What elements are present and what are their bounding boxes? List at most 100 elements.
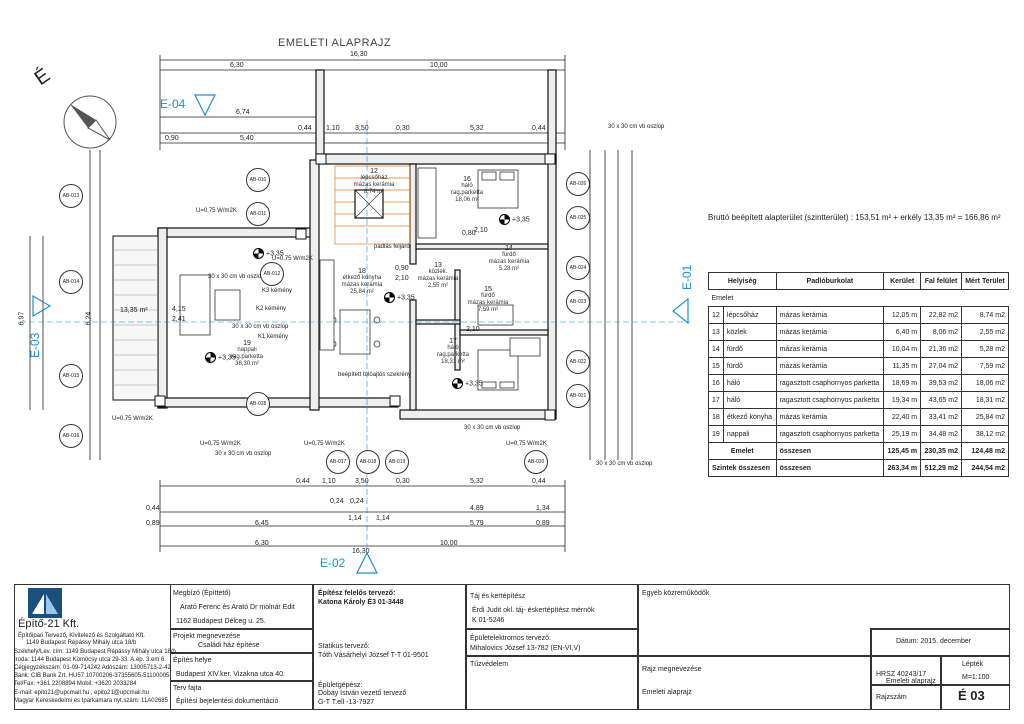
site-address: Budapest XIV.ker. Vizakna utca 40.	[176, 671, 285, 678]
project-name: Családi ház építése	[198, 642, 260, 649]
site-label: Építés helye	[173, 657, 212, 664]
compass-icon	[63, 95, 117, 149]
dim-misc: 13,35 m²	[120, 307, 148, 314]
dim-top: 1,10	[326, 125, 340, 132]
dim-top: 6,74	[236, 109, 250, 116]
mechanical-id: G-T T.ell -13-7927	[318, 699, 375, 706]
elevation-e02: E-02	[320, 556, 346, 570]
drawing-number-label: Rajzszám	[876, 694, 907, 701]
dim-bottom: 3,50	[355, 478, 369, 485]
dim-bottom: 1,14	[376, 515, 390, 522]
u-value-label: U=0,75 W/m2K	[200, 441, 241, 447]
structural-label: Statikus tervező:	[318, 643, 370, 650]
dim-misc: 0,90	[395, 265, 409, 272]
window-tag: AB-026	[566, 172, 590, 196]
window-tag: AB-028	[246, 392, 270, 416]
dim-bottom: 6,30	[255, 540, 269, 547]
window-tag: AB-021	[566, 384, 590, 408]
dim-misc: 2,41	[172, 316, 186, 323]
structural-name: Tóth Vásárhelyi József T-T 01-9501	[318, 652, 429, 659]
mechanical-label: Épületgépész:	[318, 682, 363, 689]
level-marker: +3,35	[499, 214, 530, 225]
dim-top-total: 16,30	[350, 51, 368, 58]
dim-misc: 2,10	[395, 275, 409, 282]
column-label: 30 x 30 cm vb oszlop	[215, 451, 272, 457]
elevation-e04: E-04	[160, 97, 186, 111]
window-tag: AB-024	[566, 256, 590, 280]
dim-top: 0,30	[396, 125, 410, 132]
dim-bottom: 4,89	[470, 505, 484, 512]
kemeny-label: K1 kémény	[258, 334, 289, 340]
area-summary: Bruttó beépített alapterület (szintterül…	[708, 213, 1001, 222]
dim-bottom: 5,32	[470, 478, 484, 485]
u-value-label: U=0,75 W/m2K	[304, 441, 345, 447]
dim-bottom: 1,14	[348, 515, 362, 522]
dim-top: 6,30	[230, 62, 244, 69]
window-tag: AB-010	[246, 168, 270, 192]
level-marker: +3,35	[253, 248, 284, 259]
column-label: 30 x 30 cm vb oszlop	[608, 124, 665, 130]
scale-value: M=1:100	[962, 674, 990, 681]
dim-bottom: 1,10	[322, 478, 336, 485]
dim-bottom: 0,24	[330, 498, 344, 505]
electrical-name: Mihalovics József 13-782 (EN-VI,V)	[470, 645, 581, 652]
date: Dátum: 2015. december	[896, 638, 972, 645]
scale-label: Lépték	[962, 661, 984, 668]
electrical-label: Épületelektromos tervező:	[470, 635, 551, 642]
landscape-name: Érdi Judit okl. táj- éskertépítész mérnö…	[472, 607, 595, 614]
dim-bottom: 0,44	[296, 478, 310, 485]
dim-bottom: 6,45	[255, 520, 269, 527]
dim-bottom-total: 16,30	[352, 548, 370, 555]
column-label: 30 x 30 cm vb oszlop	[232, 324, 289, 330]
dim-misc: 2,10	[466, 326, 480, 333]
landscape-label: Táj és kertépítész	[470, 593, 526, 600]
window-tag: AB-016	[59, 424, 83, 448]
architect-label: Építész felelős tervező:	[318, 590, 396, 597]
client-label: Megbízó (Építtető)	[173, 590, 231, 597]
window-tag: AB-023	[566, 290, 590, 314]
drawing-name: Emeleti alaprajz	[642, 689, 692, 696]
wardrobe-label: beépített tolóajtós szekrény	[338, 372, 412, 378]
company-logo-icon	[28, 588, 62, 618]
dim-top: 5,40	[240, 135, 254, 142]
dim-bottom: 0,44	[146, 505, 160, 512]
dim-top: 0,90	[165, 135, 179, 142]
elevation-e01: E-01	[680, 264, 694, 290]
hrsz: HRSZ 40243/17	[876, 671, 927, 678]
dim-misc: 4,15	[172, 306, 186, 313]
u-value-label: U=0,75 W/m2K	[272, 256, 313, 262]
dim-bottom: 0,44	[532, 478, 546, 485]
column-label: 30 x 30 cm vb oszlop	[464, 425, 521, 431]
dim-bottom: 0,24	[350, 498, 364, 505]
dim-misc: 0,80	[462, 230, 476, 237]
company-name: Építő-21 Kft.	[18, 618, 80, 630]
table-header: Padlóburkolat	[775, 272, 885, 290]
table-header: Fal felület	[920, 272, 962, 290]
kemeny-label: K2 kémény	[256, 306, 287, 312]
drawing-number: É 03	[958, 688, 985, 703]
table-header: Mért Terület	[960, 272, 1010, 290]
dim-top: 0,44	[298, 125, 312, 132]
plan-type-label: Terv fajta	[173, 685, 202, 692]
level-marker: +3,35	[452, 378, 483, 389]
dim-bottom: 5,79	[470, 520, 484, 527]
padlas-label: padlás feljáró	[374, 244, 410, 250]
dim-misc: 2,10	[474, 227, 488, 234]
client-address: 1162 Budapest Délceg u. 25.	[176, 618, 266, 625]
project-label: Projekt megnevezése	[173, 633, 241, 640]
window-tag: AB-013	[59, 184, 83, 208]
drawing-name-small: Emeleti alaprajz	[886, 678, 936, 685]
dim-top: 0,44	[532, 125, 546, 132]
dim-bottom: 0,89	[146, 520, 160, 527]
